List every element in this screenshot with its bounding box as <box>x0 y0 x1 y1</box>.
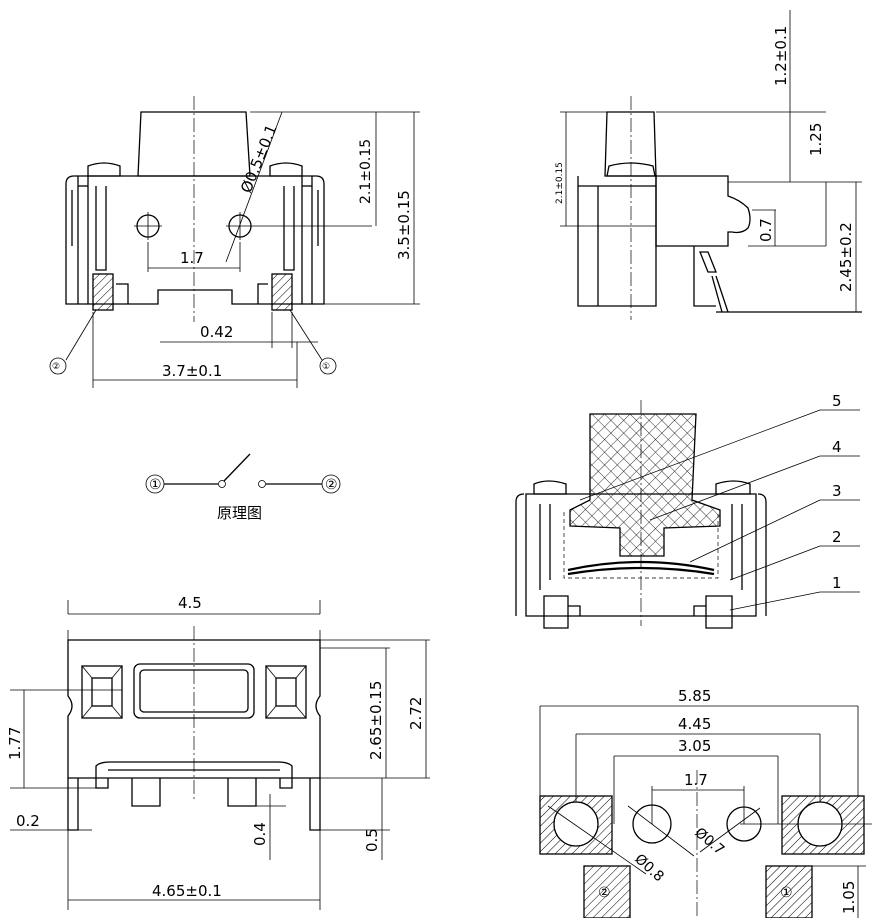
section-actuator <box>569 413 721 557</box>
front-pad-left <box>92 273 114 311</box>
callout-5: 5 <box>832 392 842 410</box>
top-dim-tail: 0.5 <box>363 828 381 852</box>
side-dim-act: 1.25 <box>807 123 825 156</box>
pcb-pad-bottom-right <box>765 865 813 918</box>
top-dim-lead: 0.2 <box>16 812 40 830</box>
pcb-hole-left <box>632 804 672 844</box>
front-body <box>87 175 303 305</box>
top-dim-width: 4.5 <box>178 594 202 612</box>
top-dim-h2: 2.72 <box>407 697 425 730</box>
pcb-dim-inner: 3.05 <box>678 737 711 755</box>
pcb-dim-pitch: 1.7 <box>684 771 708 789</box>
top-dim-total: 4.65±0.1 <box>152 882 222 900</box>
top-view <box>10 600 430 910</box>
side-view <box>560 10 862 320</box>
front-pin-right: ① <box>322 362 330 372</box>
schematic-pin2: ② <box>325 477 338 493</box>
callout-4: 4 <box>832 438 842 456</box>
pcb-pin-right: ① <box>780 885 793 901</box>
section-view <box>515 400 860 629</box>
side-dim-gap: 0.7 <box>757 218 775 242</box>
front-dim-width: 3.7±0.1 <box>162 362 222 380</box>
front-pin-left: ② <box>52 362 60 372</box>
schematic <box>145 453 341 494</box>
pcb-dim-outer: 5.85 <box>678 687 711 705</box>
pcb-pin-left: ② <box>598 885 611 901</box>
pcb-dim-pad-h: 1.05 <box>840 881 858 914</box>
top-dim-h1: 2.65±0.15 <box>367 681 385 760</box>
callout-3: 3 <box>832 482 842 500</box>
section-dome <box>567 560 715 572</box>
front-view <box>49 96 420 388</box>
callout-2: 2 <box>832 528 842 546</box>
callout-1: 1 <box>832 574 842 592</box>
front-dim-h1: 2.1±0.15 <box>358 139 374 204</box>
side-dim-top: 1.2±0.1 <box>772 26 790 86</box>
pcb-layout <box>539 705 872 918</box>
schematic-caption: 原理图 <box>217 504 262 522</box>
top-dim-left-h: 1.77 <box>6 727 24 760</box>
side-dim-body: 2.45±0.2 <box>837 222 855 292</box>
schematic-pin1: ① <box>149 477 162 493</box>
front-dim-pitch: 1.7 <box>180 249 204 267</box>
side-dim-left: 2.1±0.15 <box>555 162 565 204</box>
top-dim-foot: 0.4 <box>251 822 269 846</box>
pcb-dim-hole-large: Ø0.8 <box>631 851 666 885</box>
pcb-dim-mid: 4.45 <box>678 715 711 733</box>
front-dim-h2: 3.5±0.15 <box>395 190 413 260</box>
front-dim-pad: 0.42 <box>200 323 233 341</box>
front-dim-dia: Ø0.5±0.1 <box>237 122 281 196</box>
front-pad-right <box>271 273 293 311</box>
top-window <box>133 663 255 719</box>
side-actuator <box>604 111 657 177</box>
pcb-pad-bottom-left <box>583 865 631 918</box>
side-body <box>577 176 657 307</box>
